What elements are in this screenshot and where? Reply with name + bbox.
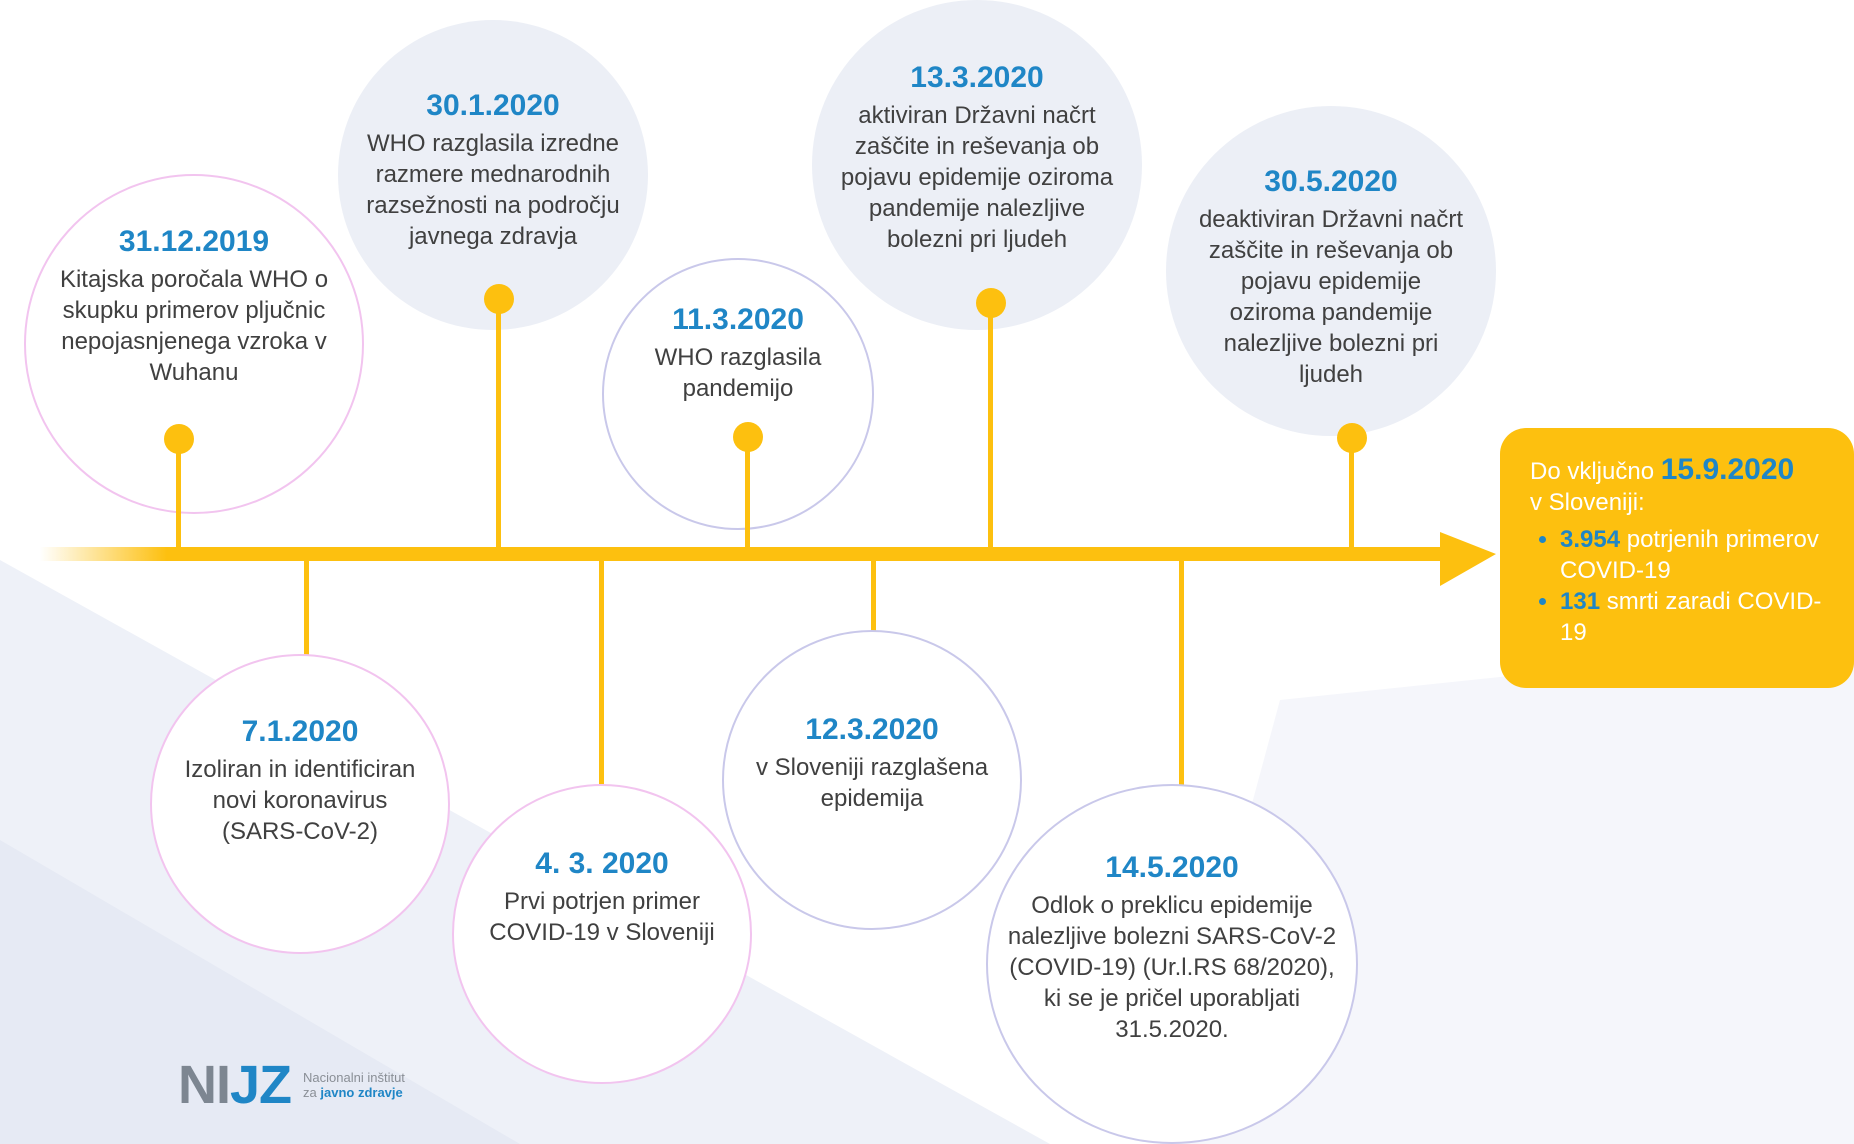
summary-subheader: v Sloveniji: (1530, 489, 1645, 516)
event-marker-dot (976, 288, 1006, 318)
logo-mark: NIJZ (178, 1055, 292, 1115)
summary-list: 3.954 potrjenih primerov COVID-19 131 sm… (1530, 524, 1836, 648)
event-date: 11.3.2020 (672, 303, 804, 336)
nijz-logo: NIJZ Nacionalni inštitut za javno zdravj… (178, 1058, 405, 1112)
event-connector (599, 556, 604, 814)
event-date: 31.12.2019 (118, 225, 270, 258)
logo-text: Nacionalni inštitut za javno zdravje (303, 1070, 405, 1100)
summary-date: 15.9.2020 (1660, 453, 1795, 486)
summary-item-deaths: 131 smrti zaradi COVID-19 (1560, 586, 1836, 648)
event-date: 30.1.2020 (426, 89, 560, 122)
event-marker-dot (733, 422, 763, 452)
event-date: 13.3.2020 (910, 61, 1044, 94)
event-marker-dot (484, 284, 514, 314)
summary-box: Do vključno 15.9.2020 v Sloveniji: 3.954… (1500, 428, 1854, 688)
event-marker-dot (1337, 423, 1367, 453)
summary-item-cases: 3.954 potrjenih primerov COVID-19 (1560, 524, 1836, 586)
event-connector (871, 556, 876, 680)
event-connector (745, 450, 750, 550)
event-connector (304, 556, 309, 678)
summary-header: Do vključno 15.9.2020 (1530, 453, 1795, 486)
event-connector (496, 300, 501, 550)
event-date: 7.1.2020 (241, 715, 359, 748)
event-connector (176, 438, 181, 550)
event-marker-dot (164, 424, 194, 454)
event-date: 12.3.2020 (805, 713, 939, 746)
event-date: 4. 3. 2020 (535, 847, 669, 880)
event-date: 14.5.2020 (1105, 851, 1239, 884)
event-date: 30.5.2020 (1264, 165, 1398, 198)
event-connector (988, 306, 993, 550)
event-connector (1179, 556, 1184, 816)
event-connector (1349, 450, 1354, 550)
